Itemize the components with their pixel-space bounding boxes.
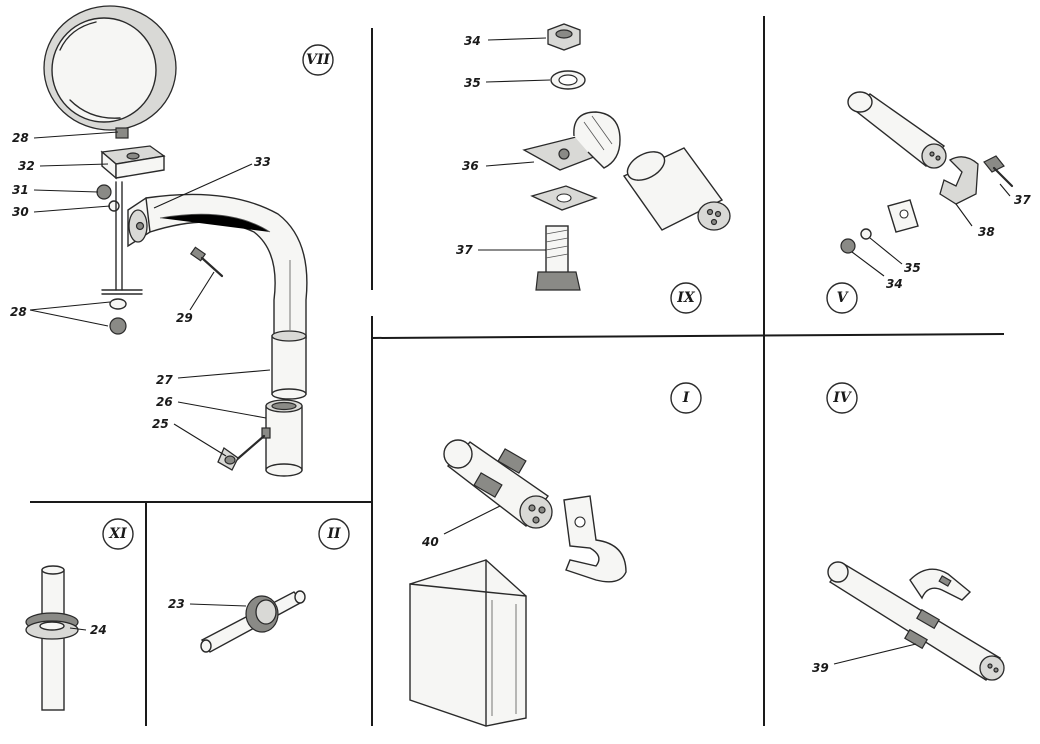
nut-28-shape bbox=[109, 317, 127, 335]
cable-39-shape bbox=[827, 561, 1005, 681]
nut-31-shape bbox=[96, 184, 112, 200]
section-marker-ii: II bbox=[318, 518, 350, 550]
wing-bolt-25 bbox=[217, 434, 266, 471]
leader-lines bbox=[29, 37, 1011, 665]
tube-27 bbox=[271, 330, 307, 400]
section-marker-vii: VII bbox=[302, 44, 334, 76]
stud-bolt bbox=[101, 181, 143, 295]
callout-37-ix: 37 bbox=[456, 243, 473, 257]
svg-text:IV: IV bbox=[832, 390, 853, 406]
callout-31: 31 bbox=[12, 183, 29, 197]
callout-24: 24 bbox=[90, 623, 107, 637]
bolt-29 bbox=[189, 246, 224, 278]
section-vii bbox=[43, 5, 308, 477]
washer-35-v bbox=[860, 228, 872, 240]
section-v bbox=[840, 91, 1014, 254]
section-marker-xi: XI bbox=[102, 518, 134, 550]
curved-bracket bbox=[127, 193, 308, 339]
protective-sleeve-shape bbox=[409, 559, 527, 727]
rod-xi-shape bbox=[41, 569, 65, 711]
headlamp-shape bbox=[43, 5, 177, 139]
section-iv bbox=[827, 561, 1005, 681]
callout-26: 26 bbox=[156, 395, 173, 409]
bolt-37-shape bbox=[535, 225, 581, 291]
clip-iv-shape bbox=[904, 568, 972, 650]
square-plate-shape bbox=[530, 185, 598, 211]
nut-34-shape bbox=[547, 23, 581, 51]
callout-37-v: 37 bbox=[1014, 193, 1031, 207]
sleeve-26 bbox=[261, 399, 303, 477]
svg-text:II: II bbox=[326, 526, 341, 542]
section-ix bbox=[522, 23, 731, 291]
section-ii bbox=[200, 590, 306, 653]
svg-text:VII: VII bbox=[306, 52, 330, 68]
callout-35-ix: 35 bbox=[464, 76, 481, 90]
section-marker-i: I bbox=[670, 382, 702, 414]
section-xi bbox=[25, 565, 79, 711]
clip-i-shape bbox=[563, 495, 627, 583]
callout-34-ix: 34 bbox=[464, 34, 481, 48]
washer-28-shape bbox=[109, 298, 127, 310]
callout-28-top: 28 bbox=[12, 131, 29, 145]
svg-text:V: V bbox=[837, 290, 850, 306]
callout-40: 40 bbox=[421, 535, 439, 549]
section-marker-iv: IV bbox=[826, 382, 858, 414]
callout-38: 38 bbox=[978, 225, 995, 239]
divider-horizontal-right bbox=[371, 333, 1005, 339]
svg-text:XI: XI bbox=[108, 526, 127, 542]
callout-34-v: 34 bbox=[886, 277, 903, 291]
callout-27: 27 bbox=[156, 373, 173, 387]
callout-30: 30 bbox=[12, 205, 29, 219]
callout-29: 29 bbox=[176, 311, 193, 325]
cable-section-ix bbox=[622, 147, 731, 231]
callout-25: 25 bbox=[152, 417, 169, 431]
callout-35-v: 35 bbox=[904, 261, 921, 275]
bracket-38-shape bbox=[939, 156, 979, 205]
section-marker-v: V bbox=[826, 282, 858, 314]
section-markers: VII IX V I IV XI II bbox=[102, 44, 858, 550]
cable-40-shape bbox=[443, 439, 553, 529]
callout-32: 32 bbox=[18, 159, 35, 173]
washer-30-shape bbox=[108, 200, 120, 212]
callout-23: 23 bbox=[168, 597, 185, 611]
callout-28-bottom: 28 bbox=[10, 305, 27, 319]
mount-block bbox=[100, 145, 166, 180]
panel-dividers bbox=[30, 16, 1005, 726]
nut-34-v bbox=[840, 238, 856, 254]
svg-text:IX: IX bbox=[676, 290, 696, 306]
screw-37-v bbox=[983, 155, 1014, 188]
svg-text:I: I bbox=[682, 390, 690, 406]
section-i bbox=[409, 439, 627, 727]
clamp-36-shape bbox=[522, 111, 621, 171]
callout-36: 36 bbox=[462, 159, 479, 173]
cable-section-v bbox=[847, 91, 947, 169]
callout-39: 39 bbox=[812, 661, 829, 675]
callout-numbers: 28 32 31 30 33 28 29 27 26 25 34 35 36 3… bbox=[10, 34, 1031, 675]
callout-33: 33 bbox=[254, 155, 271, 169]
section-marker-ix: IX bbox=[670, 282, 702, 314]
